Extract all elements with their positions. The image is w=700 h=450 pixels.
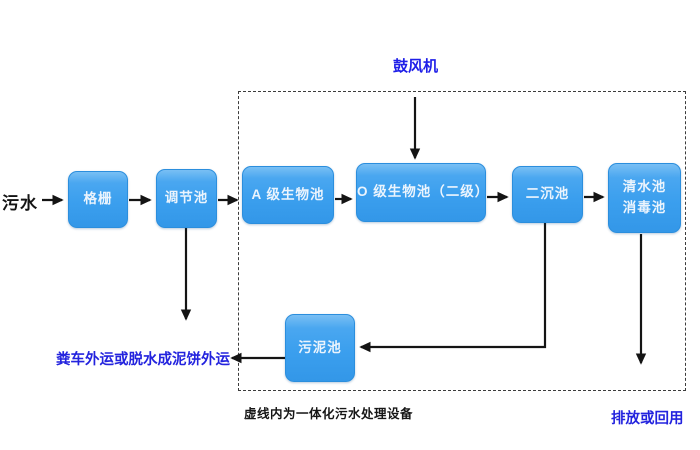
node-clear-water-disinfection-tank: 清水池 消毒池 (608, 163, 681, 233)
node-o-bio-label: O 级生物池（二级） (357, 184, 490, 200)
arrow-sed-to-sludge-tank (359, 223, 547, 353)
blower-label: 鼓风机 (393, 58, 439, 75)
node-sed-label: 二沉池 (525, 186, 570, 202)
node-sludge-label: 污泥池 (298, 339, 342, 355)
dashed-box-note-label: 虚线内为一体化污水处理设备 (244, 407, 414, 421)
node-sludge-tank: 污泥池 (285, 314, 355, 382)
node-a-level-bio-tank: A 级生物池 (242, 166, 334, 224)
node-clear-label-line2: 消毒池 (622, 200, 667, 215)
node-a-bio-label: A 级生物池 (251, 186, 325, 202)
discharge-or-reuse-label: 排放或回用 (611, 411, 684, 427)
influent-label: 污水 (2, 194, 38, 213)
node-grid-screen: 格栅 (68, 171, 128, 228)
node-regulating-tank: 调节池 (156, 169, 217, 228)
node-secondary-sedimentation-tank: 二沉池 (512, 166, 583, 223)
node-o-level-bio-tank: O 级生物池（二级） (356, 163, 490, 222)
integrated-equipment-dashed-boundary (238, 91, 686, 391)
node-grid-label: 格栅 (83, 191, 113, 207)
node-regulating-label: 调节池 (164, 190, 209, 206)
node-clear-label-line1: 清水池 (622, 179, 667, 195)
sludge-disposal-label: 粪车外运或脱水成泥饼外运 (56, 352, 230, 368)
